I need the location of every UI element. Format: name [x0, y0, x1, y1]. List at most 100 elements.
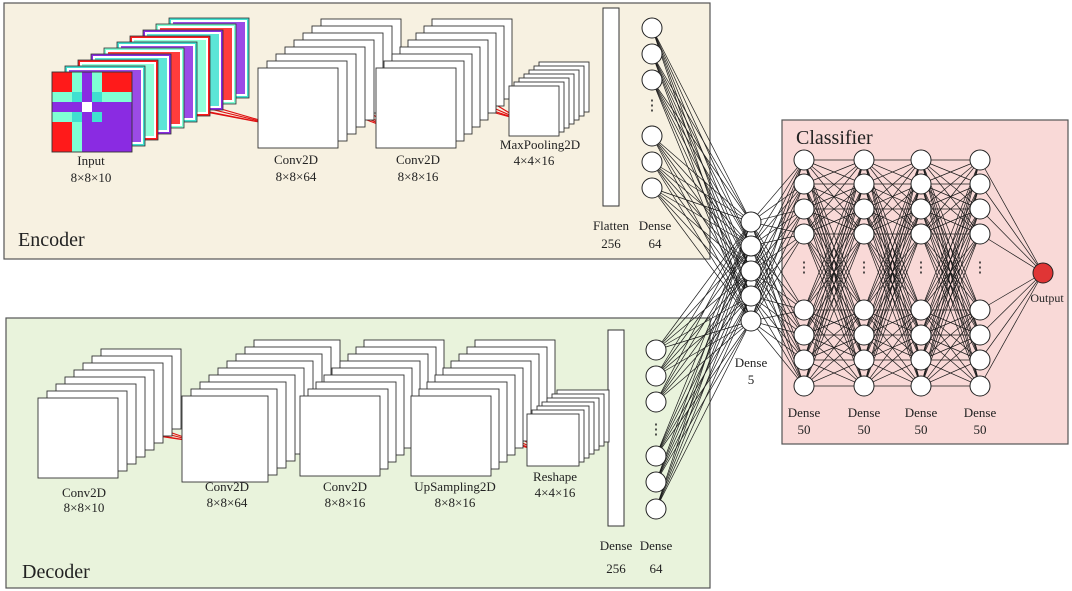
input-heatmap-cell [52, 132, 62, 142]
latent-classifier-edge [750, 159, 805, 247]
decoder-reshape-label: Reshape [533, 469, 577, 484]
classifier-layer-4-node [969, 223, 991, 245]
latent-dense-node [740, 235, 762, 257]
input-heatmap-cell [82, 92, 92, 102]
encoder-latent-edge [651, 27, 752, 247]
decoder-dense64-label: Dense [640, 538, 673, 553]
classifier-edge [863, 159, 922, 210]
classifier-edge [920, 334, 981, 387]
decoder-dense-node [645, 391, 667, 413]
latent-dense-node [740, 211, 762, 233]
latent-classifier-edge [750, 320, 805, 361]
input-heatmap-cell [52, 122, 62, 132]
encoder-dense-node [641, 69, 663, 91]
input-heatmap-cell [92, 132, 102, 142]
encoder-latent-edge [651, 135, 752, 247]
encoder-latent-edge [651, 161, 752, 223]
encoder-latent-edge [651, 187, 752, 272]
classifier-edge [863, 309, 922, 387]
classifier-layer-4-node [969, 173, 991, 195]
classifier-layer-4-label: Dense [964, 405, 997, 420]
latent-decoder-edge [655, 270, 752, 403]
latent-dense-node [740, 310, 762, 332]
classifier-edge [920, 159, 981, 235]
decoder-upsample-map [410, 395, 492, 477]
input-heatmap-cell [72, 112, 82, 122]
latent-decoder-edge [655, 245, 752, 457]
classifier-edge [803, 159, 865, 387]
classifier-layer-1-size: 50 [798, 422, 811, 437]
input-heatmap-cell [82, 102, 92, 112]
encoder-flatten-label: Flatten [593, 218, 630, 233]
classifier-layer-1-node [793, 173, 815, 195]
decoder-conv-out-label: Conv2D [62, 485, 106, 500]
latent-decoder-edge [655, 295, 752, 377]
classifier-layer-2-node [853, 375, 875, 397]
latent-decoder-edge [655, 295, 752, 457]
decoder-dense-node [645, 339, 667, 361]
classifier-layer-1-node [793, 324, 815, 346]
input-heatmap-cell [112, 102, 122, 112]
classifier-output-edge [979, 233, 1044, 274]
input-heatmap-cell [92, 82, 102, 92]
decoder-reshape-shape: 4×4×16 [535, 485, 576, 500]
encoder-dense-ellipsis: ⋮ [645, 98, 660, 114]
decoder-conv-out-map [37, 397, 119, 479]
latent-decoder-edge [655, 320, 752, 457]
encoder-dense-node [641, 17, 663, 39]
classifier-output-edge [979, 183, 1044, 274]
latent-decoder-edge [655, 270, 752, 510]
encoder-latent-edge [651, 187, 752, 223]
input-heatmap-cell [122, 102, 132, 112]
encoder-latent-edge [651, 79, 752, 247]
input-heatmap-cell [82, 142, 92, 152]
encoder-latent-edge [651, 79, 752, 297]
classifier-edge [863, 159, 922, 361]
classifier-layer-2-node [853, 223, 875, 245]
encoder-conv2-label: Conv2D [396, 152, 440, 167]
input-heatmap-cell [102, 102, 112, 112]
encoder-latent-edge [651, 53, 752, 247]
encoder-conv1-shape: 8×8×64 [276, 169, 317, 184]
classifier-layer-2-node [853, 349, 875, 371]
decoder-upsample-shape: 8×8×16 [435, 495, 476, 510]
classifier-edge [920, 359, 981, 387]
decoder-dense256-size: 256 [606, 561, 626, 576]
classifier-edge [803, 159, 865, 361]
classifier-layer-3-size: 50 [915, 422, 928, 437]
classifier-output-edge [979, 159, 1044, 274]
classifier-layer-2-node [853, 149, 875, 171]
input-heatmap-cell [52, 112, 62, 122]
encoder-pool-label: MaxPooling2D [500, 137, 580, 152]
classifier-layer-3-node [910, 375, 932, 397]
feature-map-stacks [37, 7, 625, 527]
decoder-conv2-map [299, 395, 381, 477]
encoder-input-shape: 8×8×10 [71, 170, 112, 185]
input-heatmap-cell [62, 122, 72, 132]
encoder-latent-edge [651, 79, 752, 272]
classifier-layer-2-size: 50 [858, 422, 871, 437]
input-heatmap-cell [112, 72, 122, 82]
input-heatmap-cell [72, 142, 82, 152]
encoder-latent-edge [651, 135, 752, 223]
input-heatmap-cell [122, 82, 132, 92]
input-heatmap-cell [52, 92, 62, 102]
encoder-title: Encoder [18, 229, 85, 251]
input-heatmap-cell [92, 122, 102, 132]
input-heatmap-cell [112, 142, 122, 152]
latent-classifier-edge [750, 221, 805, 311]
encoder-dense-node [641, 43, 663, 65]
classifier-layer-2-node [853, 324, 875, 346]
input-heatmap-cell [112, 82, 122, 92]
encoder-latent-edge [651, 79, 752, 223]
classifier-edge [803, 183, 865, 387]
input-heatmap-cell [122, 142, 132, 152]
input-heatmap-cell [92, 112, 102, 122]
input-heatmap-frame [51, 71, 133, 153]
encoder-latent-edge [651, 53, 752, 223]
classifier-layer-2-node [853, 299, 875, 321]
classifier-edge [863, 183, 922, 387]
decoder-conv2-shape: 8×8×16 [325, 495, 366, 510]
input-heatmap-cell [102, 122, 112, 132]
classifier-edge [803, 159, 865, 336]
